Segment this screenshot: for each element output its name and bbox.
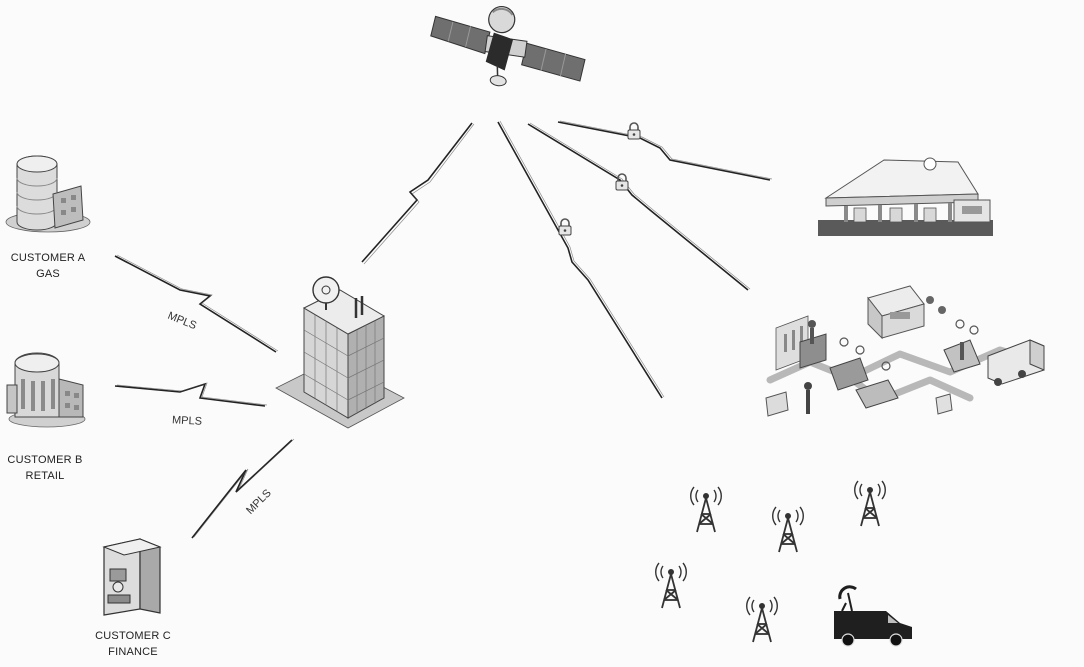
gas-station-icon bbox=[818, 157, 993, 236]
customer-a-building-icon bbox=[5, 155, 91, 233]
lock-icon bbox=[558, 218, 572, 236]
customer-b-label: CUSTOMER B RETAIL bbox=[7, 454, 83, 482]
satellite-icon bbox=[430, 5, 586, 87]
customer-c-atm-icon bbox=[102, 538, 162, 616]
cell-tower-icon bbox=[854, 480, 886, 527]
customer-a-label: CUSTOMER A GAS bbox=[10, 252, 86, 280]
cell-tower-icon bbox=[655, 562, 687, 609]
customer-b-link bbox=[114, 382, 266, 407]
cell-tower-icon bbox=[746, 596, 778, 643]
retail-logistics-icon bbox=[765, 285, 1045, 417]
lock-icon bbox=[627, 122, 641, 140]
satellite-gas-link bbox=[557, 121, 771, 181]
satellite-van-icon bbox=[834, 585, 912, 647]
satellite-towers-link bbox=[497, 121, 663, 399]
cell-tower-icon bbox=[772, 506, 804, 553]
hub-building-icon bbox=[275, 276, 405, 429]
mpls-label-b: MPLS bbox=[171, 414, 203, 428]
customer-a-link bbox=[114, 255, 277, 353]
customer-c-label: CUSTOMER C FINANCE bbox=[95, 630, 171, 658]
customer-c-link bbox=[191, 439, 293, 539]
satellite-hub-link bbox=[361, 122, 473, 263]
lock-icon bbox=[615, 173, 629, 191]
customer-b-building-icon bbox=[6, 352, 86, 428]
cell-tower-icon bbox=[690, 486, 722, 533]
satellite-retail-link bbox=[527, 123, 749, 291]
